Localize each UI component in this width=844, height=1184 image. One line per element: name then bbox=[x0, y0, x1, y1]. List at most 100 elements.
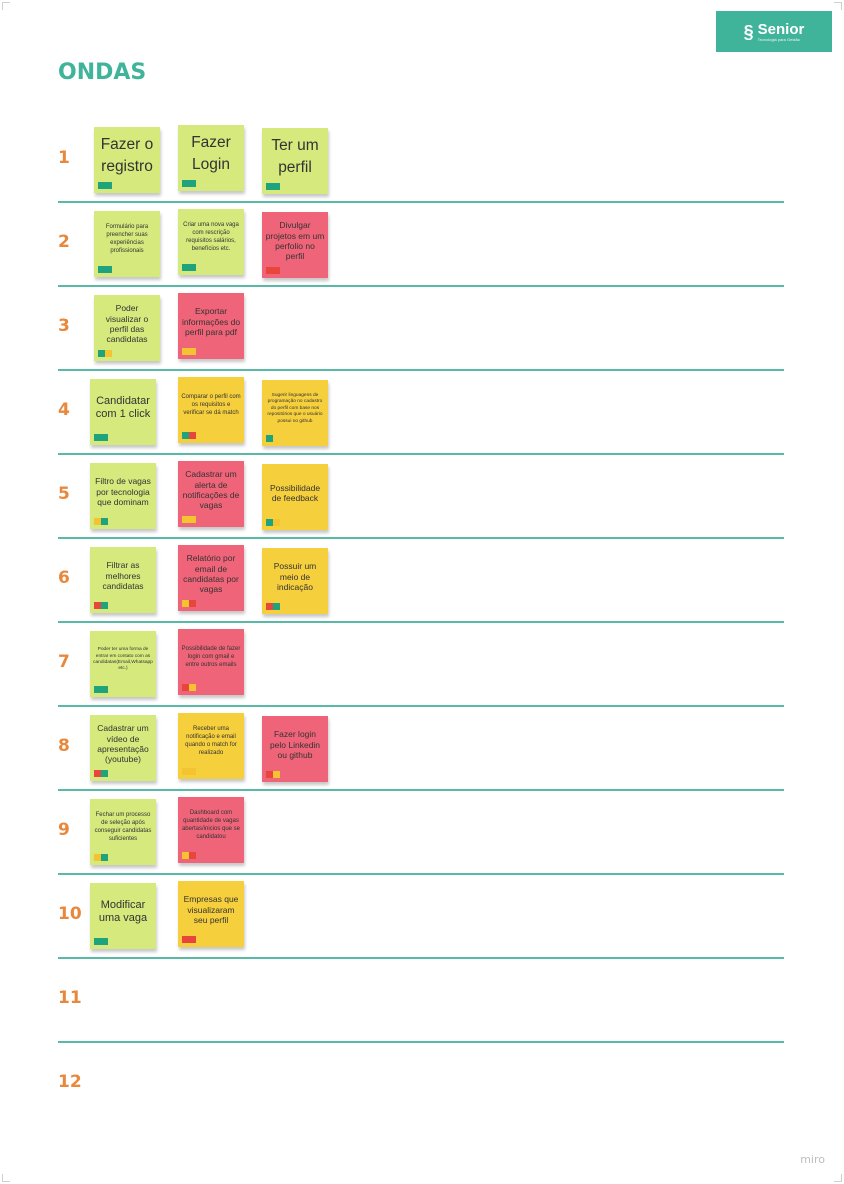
tag-square bbox=[189, 852, 196, 859]
wave-number: 5 bbox=[58, 484, 70, 504]
tag-square bbox=[182, 180, 189, 187]
sticky-note[interactable]: Cadastrar um vídeo de apresentação (yout… bbox=[90, 715, 156, 781]
sticky-note[interactable]: Cadastrar um alerta de notificações de v… bbox=[178, 461, 244, 527]
tag-square bbox=[101, 854, 108, 861]
sticky-note-tags bbox=[266, 519, 280, 526]
sticky-note-text: Poder visualizar o perfil das candidatas bbox=[105, 303, 149, 345]
sticky-note[interactable]: Poder ter uma forma de entrar em contato… bbox=[90, 631, 156, 697]
sticky-note[interactable]: Fechar um processo de seleção após conse… bbox=[90, 799, 156, 865]
wave-divider bbox=[58, 285, 784, 287]
tag-square bbox=[105, 266, 112, 273]
miro-watermark: miro bbox=[800, 1153, 825, 1166]
sticky-note-text: Cadastrar um alerta de notificações de v… bbox=[182, 469, 240, 511]
sticky-note-text: Criar uma nova vaga com rescrição requis… bbox=[183, 222, 239, 252]
sticky-note[interactable]: Fazer o registro bbox=[94, 127, 160, 193]
tag-square bbox=[105, 182, 112, 189]
sticky-note-tags bbox=[94, 602, 108, 609]
sticky-note-text: Comparar o perfil com os requisitos e ve… bbox=[181, 394, 241, 416]
wave-divider bbox=[58, 537, 784, 539]
sticky-note-tags bbox=[182, 936, 196, 943]
sticky-note[interactable]: Filtrar as melhores candidatas bbox=[90, 547, 156, 613]
tag-square bbox=[189, 684, 196, 691]
sticky-note-text: Possuir um meio de indicação bbox=[273, 561, 317, 593]
sticky-note[interactable]: Possibilidade de feedback bbox=[262, 464, 328, 530]
tag-square bbox=[94, 938, 101, 945]
sticky-note-tags bbox=[182, 516, 196, 523]
crop-mark bbox=[2, 2, 10, 10]
sticky-note[interactable]: Fazer Login bbox=[178, 125, 244, 191]
wave-divider bbox=[58, 453, 784, 455]
sticky-note-tags bbox=[182, 768, 196, 775]
wave-number: 8 bbox=[58, 736, 70, 756]
sticky-note-tags bbox=[182, 180, 196, 187]
sticky-note[interactable]: Fazer login pelo Linkedin ou github bbox=[262, 716, 328, 782]
sticky-note[interactable]: Empresas que visualizaram seu perfil bbox=[178, 881, 244, 947]
sticky-note[interactable]: Poder visualizar o perfil das candidatas bbox=[94, 295, 160, 361]
sticky-note[interactable]: Sugerir linguagens de programação no cad… bbox=[262, 380, 328, 446]
sticky-note[interactable]: Formulário para preencher suas experiênc… bbox=[94, 211, 160, 277]
tag-square bbox=[98, 182, 105, 189]
tag-square bbox=[94, 770, 101, 777]
sticky-note-tags bbox=[94, 434, 108, 441]
sticky-note-text: Modificar uma vaga bbox=[98, 898, 148, 924]
sticky-note-tags bbox=[94, 686, 108, 693]
sticky-note-tags bbox=[266, 183, 280, 190]
sticky-note[interactable]: Modificar uma vaga bbox=[90, 883, 156, 949]
sticky-note-text: Exportar informações do perfil para pdf bbox=[181, 306, 241, 338]
wave-divider bbox=[58, 957, 784, 959]
sticky-note[interactable]: Filtro de vagas por tecnologia que domin… bbox=[90, 463, 156, 529]
sticky-note[interactable]: Possuir um meio de indicação bbox=[262, 548, 328, 614]
sticky-note[interactable]: Possibilidade de fazer login com gmail e… bbox=[178, 629, 244, 695]
wave-number: 3 bbox=[58, 316, 70, 336]
sticky-note-text: Formulário para preencher suas experiênc… bbox=[105, 224, 149, 254]
tag-square bbox=[182, 264, 189, 271]
tag-square bbox=[189, 600, 196, 607]
sticky-note[interactable]: Candidatar com 1 click bbox=[90, 379, 156, 445]
sticky-note-tags bbox=[182, 264, 196, 271]
sticky-note-tags bbox=[94, 770, 108, 777]
sticky-note[interactable]: Divulgar projetos em um perfolio no perf… bbox=[262, 212, 328, 278]
sticky-note-text: Candidatar com 1 click bbox=[95, 394, 151, 420]
tag-square bbox=[101, 770, 108, 777]
tag-square bbox=[182, 516, 189, 523]
sticky-note[interactable]: Criar uma nova vaga com rescrição requis… bbox=[178, 209, 244, 275]
tag-square bbox=[94, 602, 101, 609]
sticky-note-text: Divulgar projetos em um perfolio no perf… bbox=[265, 220, 325, 262]
wave-number: 7 bbox=[58, 652, 70, 672]
tag-square bbox=[182, 936, 189, 943]
crop-mark bbox=[834, 2, 842, 10]
sticky-note-text: Fazer Login bbox=[191, 133, 231, 173]
senior-logo-icon: § bbox=[743, 21, 754, 42]
sticky-note[interactable]: Ter um perfil bbox=[262, 128, 328, 194]
sticky-note[interactable]: Dashboard com quantidade de vagas aberta… bbox=[178, 797, 244, 863]
sticky-note[interactable]: Comparar o perfil com os requisitos e ve… bbox=[178, 377, 244, 443]
tag-square bbox=[189, 432, 196, 439]
sticky-note[interactable]: Receber uma notificação e email quando o… bbox=[178, 713, 244, 779]
sticky-note-text: Fazer login pelo Linkedin ou github bbox=[269, 729, 321, 761]
sticky-note-tags bbox=[266, 603, 280, 610]
sticky-note-tags bbox=[182, 432, 196, 439]
tag-square bbox=[101, 434, 108, 441]
tag-square bbox=[266, 771, 273, 778]
tag-square bbox=[94, 854, 101, 861]
tag-square bbox=[273, 519, 280, 526]
sticky-note[interactable]: Exportar informações do perfil para pdf bbox=[178, 293, 244, 359]
sticky-note-text: Cadastrar um vídeo de apresentação (yout… bbox=[97, 723, 149, 765]
wave-number: 10 bbox=[58, 904, 82, 924]
crop-mark bbox=[2, 1174, 10, 1182]
sticky-note-text: Poder ter uma forma de entrar em contato… bbox=[93, 647, 153, 672]
tag-square bbox=[273, 267, 280, 274]
wave-number: 11 bbox=[58, 988, 82, 1008]
sticky-note-text: Ter um perfil bbox=[271, 136, 319, 176]
sticky-note-text: Possibilidade de fazer login com gmail e… bbox=[181, 646, 241, 668]
sticky-note-tags bbox=[94, 938, 108, 945]
sticky-note[interactable]: Relatório por email de candidatas por va… bbox=[178, 545, 244, 611]
tag-square bbox=[273, 183, 280, 190]
brand-name: Senior bbox=[757, 20, 805, 38]
tag-square bbox=[94, 434, 101, 441]
wave-number: 9 bbox=[58, 820, 70, 840]
tag-square bbox=[182, 600, 189, 607]
wave-divider bbox=[58, 369, 784, 371]
sticky-note-tags bbox=[98, 266, 112, 273]
sticky-note-text: Fechar um processo de seleção após conse… bbox=[94, 812, 152, 842]
